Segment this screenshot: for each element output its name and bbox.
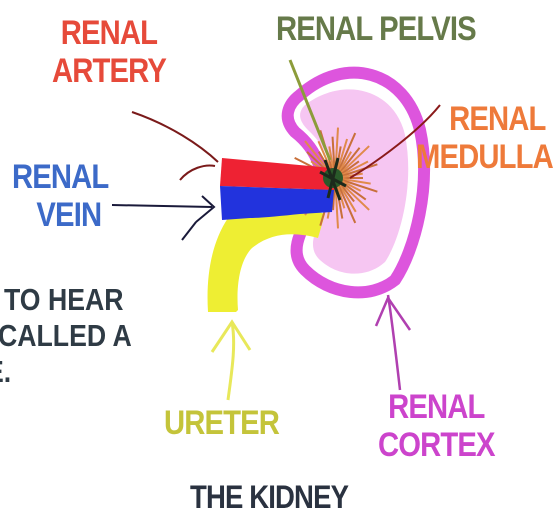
ureter-pointer-head bbox=[212, 322, 250, 352]
renal-medulla-label-line-2: MEDULLA bbox=[416, 138, 553, 176]
diagram-title: THE KIDNEY bbox=[190, 478, 348, 516]
renal-vein-label-line-1: RENAL bbox=[12, 158, 108, 196]
renal-artery-label: RENAL ARTERY bbox=[52, 14, 166, 90]
renal-vein-label-line-2: VEIN bbox=[12, 196, 108, 234]
renal-vein-label: RENAL VEIN bbox=[12, 158, 108, 234]
vein-pointer bbox=[112, 205, 212, 207]
side-text-line-1: TO HEAR bbox=[4, 282, 123, 318]
renal-cortex-label-line-1: RENAL bbox=[378, 388, 495, 426]
renal-medulla-label: RENAL MEDULLA bbox=[416, 100, 553, 176]
cortex-pointer bbox=[388, 295, 400, 390]
renal-artery-label-line-1: RENAL bbox=[52, 14, 166, 52]
artery-pointer bbox=[132, 112, 218, 162]
renal-cortex-label: RENAL CORTEX bbox=[378, 388, 495, 464]
renal-medulla-label-line-1: RENAL bbox=[416, 100, 553, 138]
side-text-line-2: CALLED A bbox=[0, 318, 132, 354]
renal-artery-label-line-2: ARTERY bbox=[52, 52, 166, 90]
ureter-label: URETER bbox=[164, 404, 279, 442]
vein-pointer-head bbox=[182, 196, 214, 240]
side-text-line-3: E. bbox=[0, 354, 11, 390]
renal-cortex-label-line-2: CORTEX bbox=[378, 426, 495, 464]
artery-pointer-hook bbox=[180, 166, 215, 180]
ureter-pointer bbox=[228, 322, 234, 400]
renal-pelvis-label: RENAL PELVIS bbox=[276, 10, 476, 48]
